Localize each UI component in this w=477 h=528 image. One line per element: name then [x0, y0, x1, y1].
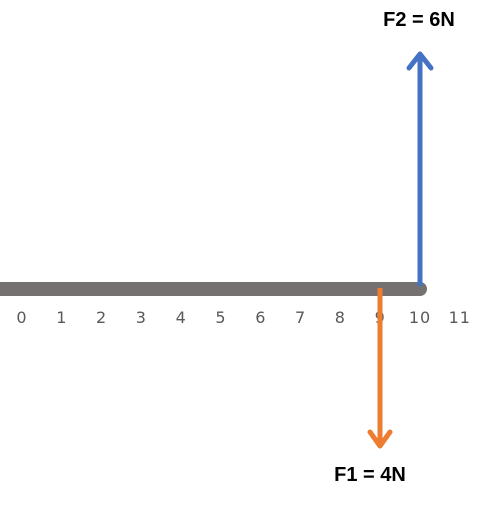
scale-tick-label: 11 [449, 308, 471, 327]
force-arrow-f2-head [406, 51, 434, 71]
force-label-f2: F2 = 6N [383, 9, 455, 31]
scale-tick-label: 8 [335, 308, 346, 327]
scale-tick-label: 6 [255, 308, 266, 327]
force-arrow-f2: F2 = 6N [383, 9, 455, 286]
force-arrow-f1-head [367, 429, 393, 449]
scale-tick-label: 4 [176, 308, 187, 327]
scale-tick-label: 7 [295, 308, 306, 327]
scale-tick-label: 0 [16, 308, 27, 327]
scale-tick-label: 2 [96, 308, 107, 327]
scale-tick-labels: 01234567891011 [16, 308, 471, 327]
scale-tick-label: 10 [409, 308, 431, 327]
scale-tick-label: 1 [56, 308, 67, 327]
scale-tick-label: 3 [136, 308, 147, 327]
scale-tick-label: 5 [215, 308, 226, 327]
force-arrow-f1: F1 = 4N [334, 288, 406, 486]
force-label-f1: F1 = 4N [334, 464, 406, 486]
